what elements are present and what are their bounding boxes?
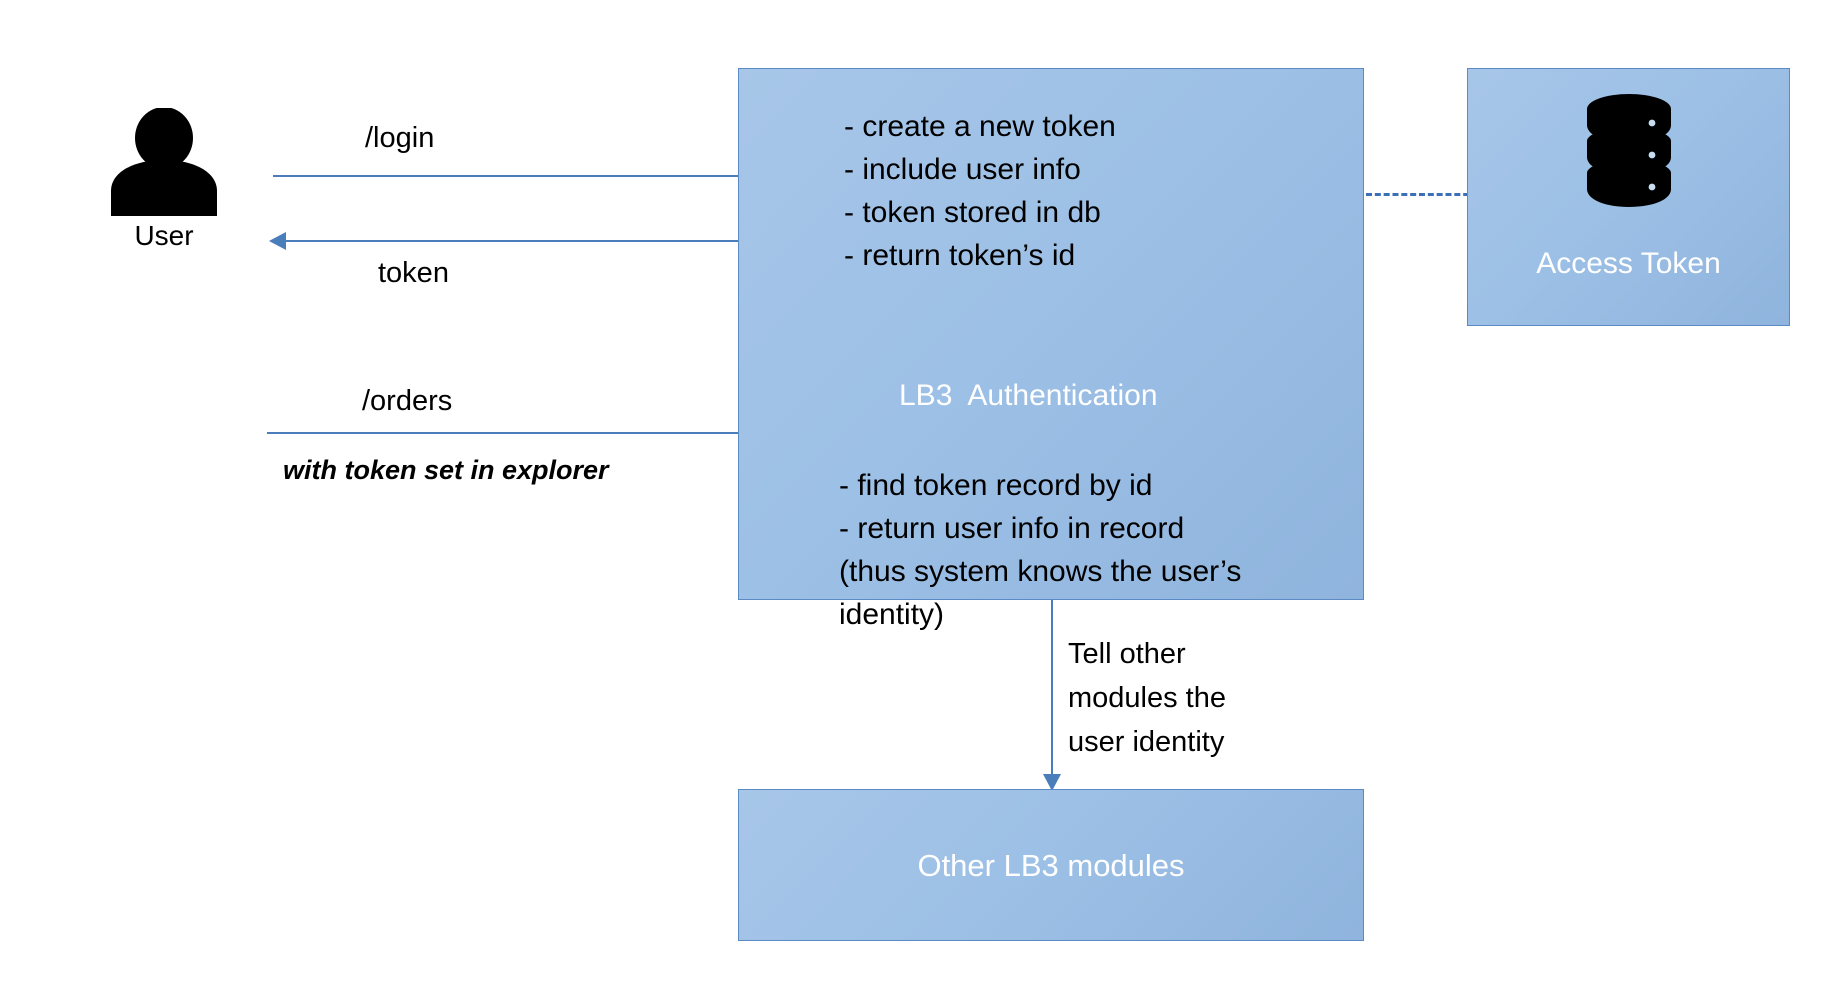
auth-bottom-step: identity) xyxy=(839,598,945,631)
other-lb3-modules-label: Other LB3 modules xyxy=(917,848,1185,883)
login-connector-line xyxy=(273,175,797,177)
modules-note-line: Tell other xyxy=(1068,638,1186,670)
auth-bottom-step: - return user info in record xyxy=(839,512,1185,545)
auth-top-step: - include user info xyxy=(844,153,1081,186)
other-lb3-modules-box: Other LB3 modules xyxy=(738,789,1364,941)
modules-note-line: user identity xyxy=(1068,726,1225,758)
modules-note: Tell other modules the user identity xyxy=(1068,632,1278,764)
database-icon xyxy=(1468,91,1789,209)
token-flow-label: token xyxy=(378,257,449,289)
user-actor: User xyxy=(104,107,244,288)
auth-bottom-steps: - find token record by id - return user … xyxy=(839,464,1349,636)
auth-top-step: - token stored in db xyxy=(844,196,1101,229)
auth-bottom-step: (thus system knows the user’s xyxy=(839,555,1242,588)
modules-arrowhead-icon xyxy=(1043,774,1061,791)
login-flow-label: /login xyxy=(365,122,435,154)
token-arrowhead-icon xyxy=(269,232,286,250)
orders-note-label: with token set in explorer xyxy=(283,455,609,485)
user-label: User xyxy=(134,220,194,251)
person-icon xyxy=(104,107,224,216)
access-token-label: Access Token xyxy=(1536,247,1721,280)
token-connector-line xyxy=(273,240,797,242)
modules-connector-line xyxy=(1051,600,1053,780)
lb3-authentication-box: - create a new token - include user info… xyxy=(738,68,1364,631)
auth-bottom-step: - find token record by id xyxy=(839,469,1153,502)
access-token-dashed-connector xyxy=(1366,193,1478,196)
orders-flow-label: /orders xyxy=(362,385,453,417)
auth-top-steps: - create a new token - include user info… xyxy=(844,105,1116,277)
auth-top-step: - return token’s id xyxy=(844,239,1076,272)
orders-connector-line xyxy=(267,432,797,434)
access-token-box: Access Token xyxy=(1467,68,1790,326)
lb3-authentication-title: LB3 Authentication xyxy=(899,379,1158,412)
modules-note-line: modules the xyxy=(1068,682,1226,714)
auth-top-step: - create a new token xyxy=(844,110,1116,143)
